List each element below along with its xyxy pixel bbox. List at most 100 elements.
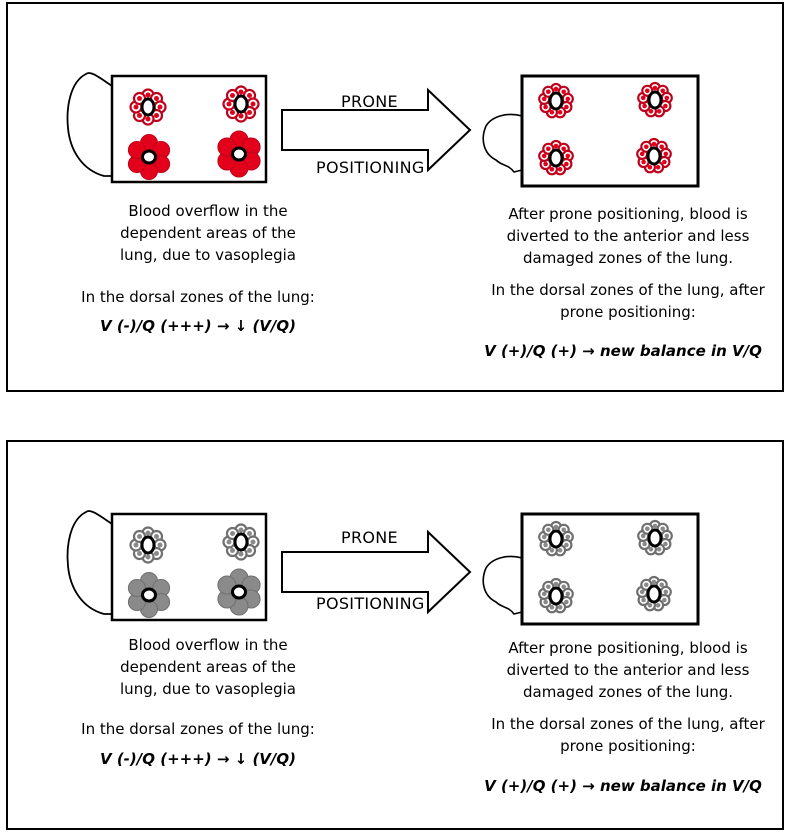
blood-cell-core	[651, 579, 657, 585]
blood-cell-core	[565, 153, 571, 159]
caption-line: diverted to the anterior and less	[506, 661, 750, 679]
prone-positioning-arrow	[281, 87, 472, 173]
capillary-ring	[548, 529, 564, 549]
blood-cell-core	[546, 527, 551, 533]
blood-cell-core	[561, 527, 566, 533]
blood-cell-core	[247, 110, 252, 115]
blood-cell-core	[561, 146, 566, 152]
blood-cell-core	[154, 96, 159, 101]
blood-cell-core	[647, 165, 653, 170]
blood-cell-core	[553, 581, 559, 587]
alveolus-cluster	[636, 575, 672, 612]
blood-cell-core	[642, 103, 647, 109]
blood-cell-core	[565, 591, 571, 597]
alveolus-cluster	[636, 137, 672, 174]
capillary-ring	[233, 94, 249, 114]
blood-cell-core	[561, 89, 566, 95]
blood-cell-core	[648, 547, 654, 552]
alveolus-cluster	[538, 520, 574, 557]
blood-cell-core	[145, 116, 151, 122]
blood-cell-core	[145, 530, 151, 536]
blood-cell-core	[541, 591, 547, 597]
blood-cell-core	[557, 110, 563, 115]
blood-cell-core	[656, 547, 662, 552]
supine-vq-formula: V (-)/Q (+++) → ↓ (V/Q)	[100, 750, 296, 768]
blood-cell-core	[157, 104, 163, 110]
blood-cell-core	[644, 582, 649, 588]
capillary-ring	[646, 146, 662, 166]
capillary-ring	[231, 584, 247, 600]
blood-cell-core	[663, 103, 668, 109]
capillary-ring	[646, 584, 662, 604]
blood-cell-core	[561, 584, 566, 590]
blood-cell-core	[663, 151, 669, 157]
blood-cell-core	[645, 88, 650, 94]
alveolus-cluster	[217, 568, 261, 616]
blood-cell-core	[652, 523, 658, 529]
capillary-ring	[647, 528, 663, 548]
arrow-label-positioning: POSITIONING	[316, 594, 425, 613]
blood-cell-core	[137, 96, 142, 101]
arrow-label-positioning: POSITIONING	[316, 158, 425, 177]
blood-cell-core	[238, 527, 244, 533]
blood-cell-core	[546, 584, 551, 590]
capillary-ring	[548, 148, 564, 168]
caption-line: dependent areas of the	[120, 658, 296, 676]
blood-cell-core	[238, 89, 244, 95]
blood-cell-core	[652, 85, 658, 91]
caption-line: Blood overflow in the	[128, 202, 288, 220]
zone-note-line: In the dorsal zones of the lung, after	[491, 281, 765, 299]
caption-line: damaged zones of the lung.	[522, 249, 733, 267]
blood-cell-core	[250, 539, 256, 545]
zone-note-line: In the dorsal zones of the lung:	[81, 720, 315, 738]
blood-cell-core	[553, 524, 559, 530]
caption-line: Blood overflow in the	[128, 636, 288, 654]
blood-cell-core	[238, 551, 244, 557]
blood-cell-core	[663, 589, 669, 595]
blood-cell	[127, 579, 146, 597]
supine-zone-note: In the dorsal zones of the lung:	[48, 286, 348, 308]
blood-cell-core	[557, 548, 563, 553]
capillary-ring	[141, 149, 157, 165]
prone-head-outline	[482, 113, 523, 173]
blood-cell-core	[226, 539, 232, 545]
blood-cell-core	[546, 89, 551, 95]
zone-note-line: In the dorsal zones of the lung, after	[491, 715, 765, 733]
blood-cell-core	[664, 533, 670, 539]
alveolus-cluster	[127, 572, 171, 618]
blood-cell-core	[541, 96, 547, 102]
blood-cell	[217, 575, 237, 595]
blood-cell-core	[651, 141, 657, 147]
blood-cell-core	[557, 167, 563, 172]
alveolus-cluster	[637, 81, 673, 118]
supine-zone-note: In the dorsal zones of the lung:	[48, 718, 348, 740]
arrow-shape	[281, 87, 472, 173]
blood-cell-core	[145, 554, 151, 560]
alveolus-cluster	[222, 523, 260, 561]
caption-line: lung, due to vasoplegia	[120, 680, 296, 698]
blood-cell-core	[549, 167, 555, 172]
blood-cell-core	[230, 548, 235, 553]
arrow-label-prone: PRONE	[341, 528, 398, 547]
blood-cell-core	[662, 597, 667, 603]
blood-cell-core	[565, 96, 571, 102]
blood-cell-core	[145, 92, 151, 98]
blood-cell-core	[247, 93, 252, 98]
blood-cell-core	[549, 605, 555, 610]
caption-line: After prone positioning, blood is	[508, 639, 748, 657]
blood-cell-core	[543, 542, 548, 548]
alveolus-cluster	[129, 88, 167, 126]
blood-cell-core	[250, 101, 256, 107]
prone-head-outline	[482, 555, 523, 615]
blood-cell-core	[247, 531, 252, 536]
alveolus-cluster	[127, 134, 171, 180]
capillary-ring	[233, 532, 249, 552]
blood-cell-core	[541, 534, 547, 540]
blood-cell-core	[645, 526, 650, 532]
prone-caption: After prone positioning, blood is divert…	[478, 203, 778, 269]
alveolus-cluster	[217, 130, 261, 178]
blood-cell-core	[543, 599, 548, 605]
supine-alveoli	[127, 523, 261, 618]
supine-head-outline	[66, 510, 113, 615]
blood-cell-core	[546, 146, 551, 152]
